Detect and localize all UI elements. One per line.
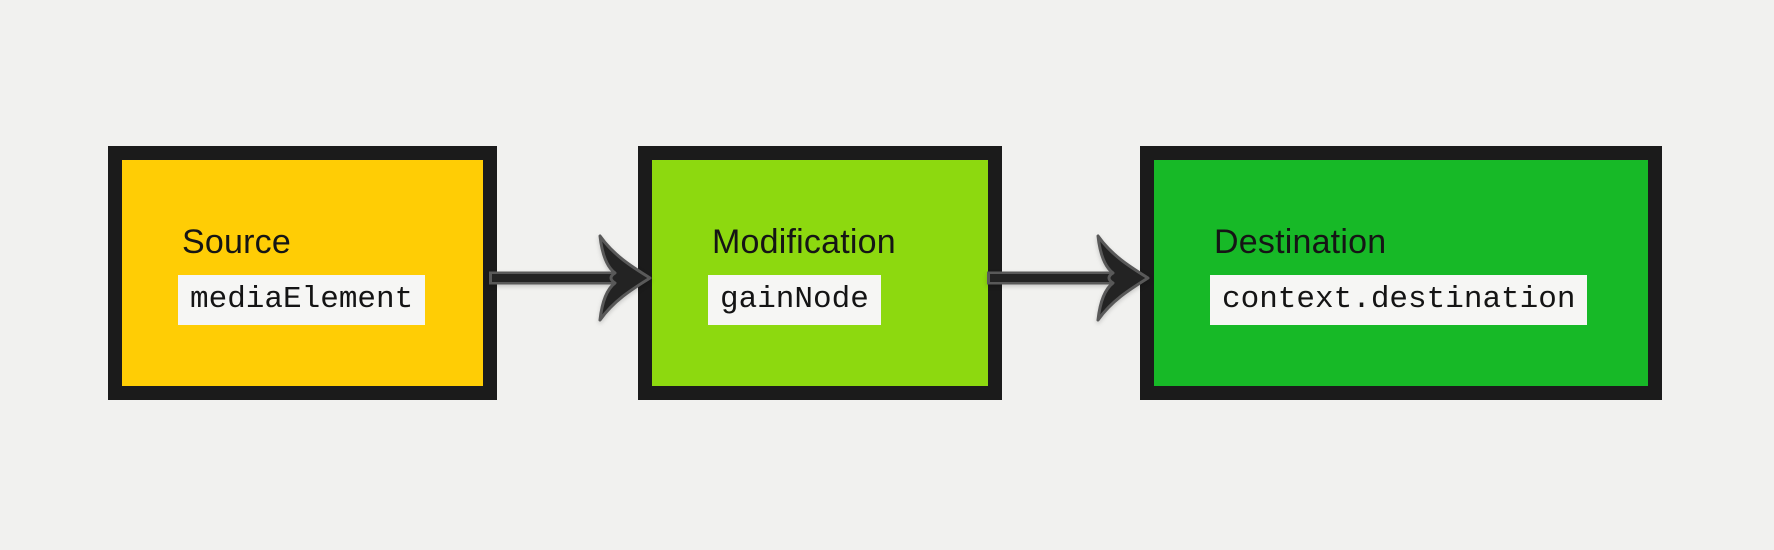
node-source-code-chip: mediaElement — [178, 275, 426, 326]
node-modification: Modification gainNode — [638, 146, 1002, 400]
node-destination-label: Destination — [1214, 222, 1387, 261]
node-destination-code-chip: context.destination — [1210, 275, 1588, 326]
node-modification-label: Modification — [712, 222, 896, 261]
arrow-modification-to-destination-icon — [984, 228, 1154, 328]
node-source: Source mediaElement — [108, 146, 497, 400]
arrow-source-to-modification-icon — [486, 228, 656, 328]
node-destination: Destination context.destination — [1140, 146, 1662, 400]
node-source-label: Source — [182, 222, 291, 261]
node-modification-code-chip: gainNode — [708, 275, 881, 326]
